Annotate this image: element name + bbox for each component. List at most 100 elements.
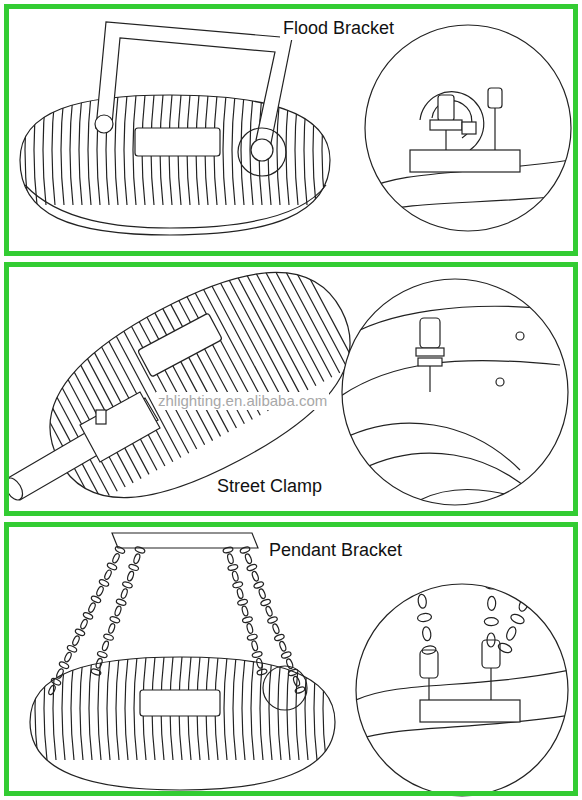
chain-detail xyxy=(413,580,538,655)
fin-line xyxy=(251,657,254,760)
chain-link xyxy=(279,641,287,652)
bolt-shaft xyxy=(429,366,430,392)
chain-link xyxy=(97,651,108,659)
chain-link xyxy=(253,581,264,589)
watermark: zhlighting.en.alibaba.com xyxy=(156,392,329,410)
chain-link xyxy=(232,581,243,589)
bracket-panel: Pendant Bracket xyxy=(4,522,578,796)
panel-title: Pendant Bracket xyxy=(266,540,405,562)
chain-link xyxy=(80,619,89,630)
chain-link xyxy=(274,633,285,641)
panel-title: Street Clamp xyxy=(214,476,325,498)
chain-link xyxy=(413,580,428,590)
fin-line xyxy=(240,262,308,390)
chain-link xyxy=(237,599,248,607)
fin-line xyxy=(208,279,276,407)
body-edge xyxy=(365,195,570,215)
fin-line xyxy=(52,95,55,205)
washer xyxy=(416,348,444,356)
washer xyxy=(418,358,442,366)
chain-link xyxy=(522,584,538,597)
fin-line xyxy=(296,657,299,760)
pivot-knob xyxy=(95,115,113,133)
chain-link xyxy=(120,588,128,599)
chain-link xyxy=(96,586,105,597)
nut xyxy=(462,122,476,134)
bolt-head xyxy=(420,318,440,348)
fin-line xyxy=(242,657,245,760)
fin-line xyxy=(115,95,118,205)
chain-link xyxy=(260,598,271,606)
chain-link xyxy=(128,563,139,571)
chain-link xyxy=(487,633,495,647)
chain-link xyxy=(223,546,234,554)
panel-title: Flood Bracket xyxy=(280,18,397,40)
fin-line xyxy=(34,95,37,205)
chain-link xyxy=(251,571,259,582)
chain-link xyxy=(227,553,235,564)
fin-line xyxy=(260,657,263,760)
bolt-shaft xyxy=(490,668,491,700)
detail-circle xyxy=(356,584,568,796)
fin-line xyxy=(232,266,300,394)
fin-edge xyxy=(340,423,520,470)
pendant-detail xyxy=(356,580,570,796)
chain-link xyxy=(134,546,145,554)
fin-line xyxy=(89,657,92,760)
chain-link xyxy=(239,546,250,554)
chain-link xyxy=(90,595,101,604)
fin-line xyxy=(43,95,46,205)
chain-link xyxy=(74,628,85,637)
detail-circle xyxy=(342,279,568,505)
fin-line xyxy=(134,657,137,760)
chain-link xyxy=(417,613,432,623)
fin-line xyxy=(295,95,298,205)
chain-link xyxy=(116,598,127,606)
fin-edge xyxy=(360,453,540,500)
fin-line xyxy=(98,657,101,760)
chain-link xyxy=(106,562,117,571)
chain-link xyxy=(509,613,525,626)
fin-line xyxy=(70,95,73,205)
chain-link xyxy=(267,616,278,624)
chain-link xyxy=(114,605,122,616)
chain-link xyxy=(272,623,280,634)
fin-line xyxy=(53,657,56,760)
fin-line xyxy=(116,657,119,760)
bracket-panel: Flood Bracket xyxy=(4,4,578,256)
fin-line xyxy=(304,95,307,205)
luminaire-body xyxy=(30,657,335,790)
fin-line xyxy=(323,657,326,760)
chain-link xyxy=(484,618,498,626)
fin-line xyxy=(62,657,65,760)
fin-line xyxy=(125,657,128,760)
street-detail xyxy=(335,279,568,520)
chain-link xyxy=(251,640,259,651)
driver-plate xyxy=(138,313,223,377)
chain-link xyxy=(133,553,141,564)
detail-marker xyxy=(238,128,286,176)
fin-line xyxy=(264,249,332,377)
luminaire-body xyxy=(20,95,330,235)
chain-link xyxy=(101,640,109,651)
chain-link xyxy=(104,569,113,580)
flood-bracket xyxy=(96,22,292,148)
chain-link xyxy=(236,588,244,599)
clamp-arc xyxy=(335,306,560,345)
fin-line xyxy=(248,258,316,386)
chain-link xyxy=(66,644,77,653)
fin-line xyxy=(241,95,244,205)
fin-line xyxy=(71,657,74,760)
chain-link xyxy=(488,596,496,610)
fin-line xyxy=(287,657,290,760)
chain-link xyxy=(246,623,254,634)
body-edge xyxy=(356,670,570,700)
street-luminaire xyxy=(2,235,381,535)
clamp-bolt xyxy=(96,410,106,424)
chain-link xyxy=(98,579,109,588)
chain-link xyxy=(58,661,69,670)
fin-line xyxy=(124,95,127,205)
chain-link xyxy=(227,564,238,572)
chain-link xyxy=(244,553,252,564)
chains xyxy=(48,546,306,696)
